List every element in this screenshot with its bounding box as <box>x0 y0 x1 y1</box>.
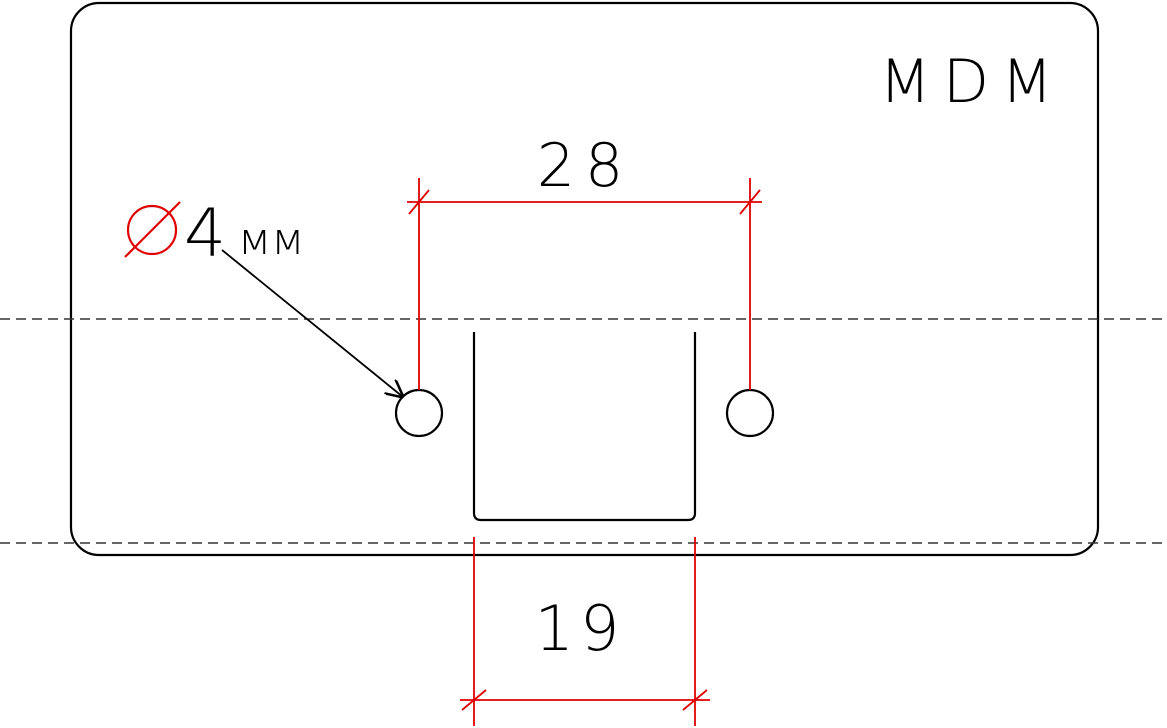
dimension-hole-spacing-label: 28 <box>537 131 633 201</box>
plate-label: MDM <box>879 47 1065 117</box>
slot-cutout <box>472 332 697 522</box>
diameter-callout-unit: мм <box>238 214 304 265</box>
dimension-hole-spacing <box>407 178 762 390</box>
diameter-callout-value: 4 <box>184 195 226 272</box>
dimension-slot-width <box>460 537 710 726</box>
diameter-symbol-icon <box>124 201 181 258</box>
mounting-hole-right <box>725 388 775 438</box>
plate-outline <box>69 1 1100 557</box>
dimension-slot-width-label: 19 <box>535 592 626 665</box>
diameter-leader-arrow <box>221 249 403 397</box>
